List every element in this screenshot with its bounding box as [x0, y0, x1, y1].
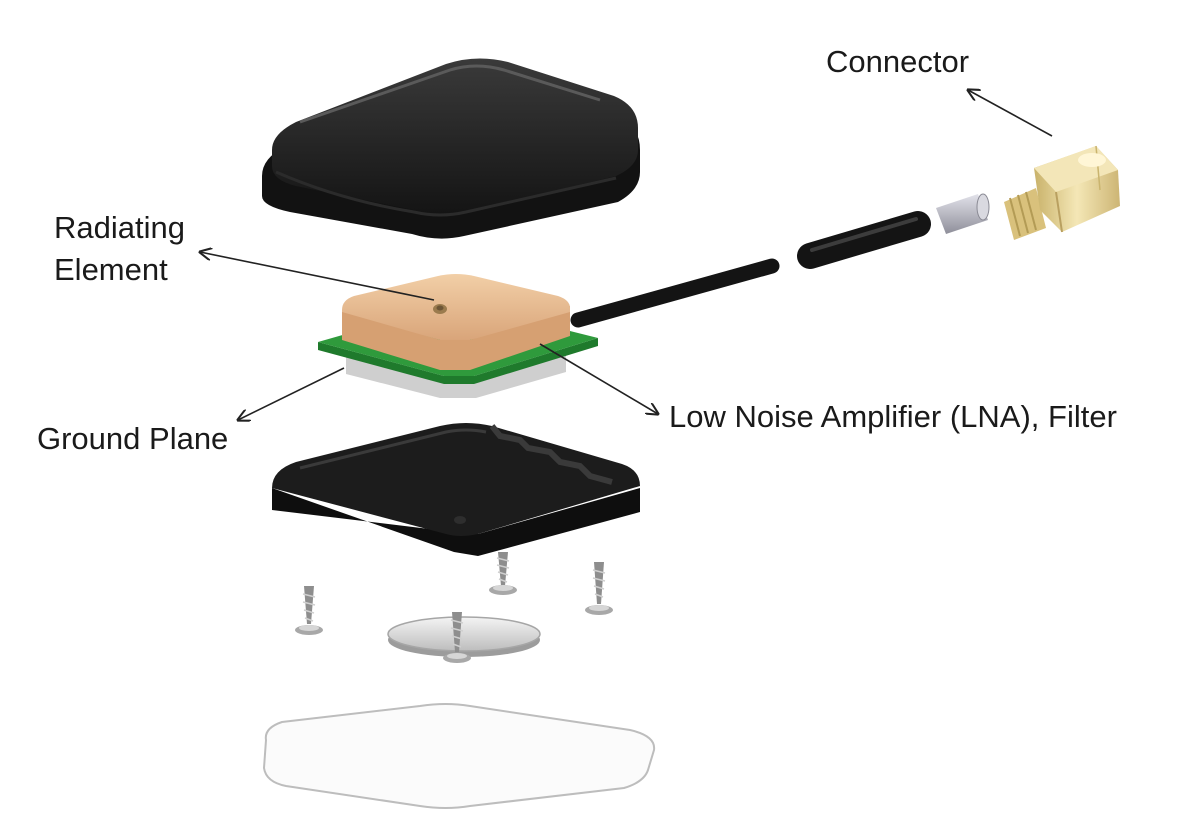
coax-cable	[570, 211, 931, 328]
label-ground-plane: Ground Plane	[37, 421, 229, 456]
label-connector: Connector	[826, 44, 970, 79]
label-radiating-line2: Element	[54, 252, 168, 287]
leader-lna	[539, 343, 658, 414]
screw-icon	[443, 612, 471, 663]
top-cover	[262, 58, 640, 239]
crimp-ferrule	[936, 193, 990, 234]
bottom-base	[272, 423, 640, 556]
adhesive-gasket	[262, 703, 656, 809]
screw-icon	[585, 562, 613, 615]
screw-icon	[489, 552, 517, 595]
leader-radiating	[200, 252, 435, 301]
metal-disc	[387, 616, 541, 657]
screw-icon	[295, 586, 323, 635]
label-radiating-line1: Radiating	[54, 210, 185, 245]
label-lna-filter: Low Noise Amplifier (LNA), Filter	[669, 399, 1117, 434]
sma-connector-icon	[1004, 145, 1120, 240]
leader-lines	[200, 90, 1053, 420]
ceramic-patch	[342, 274, 570, 370]
leader-connector	[968, 90, 1053, 137]
leader-ground	[238, 367, 345, 420]
